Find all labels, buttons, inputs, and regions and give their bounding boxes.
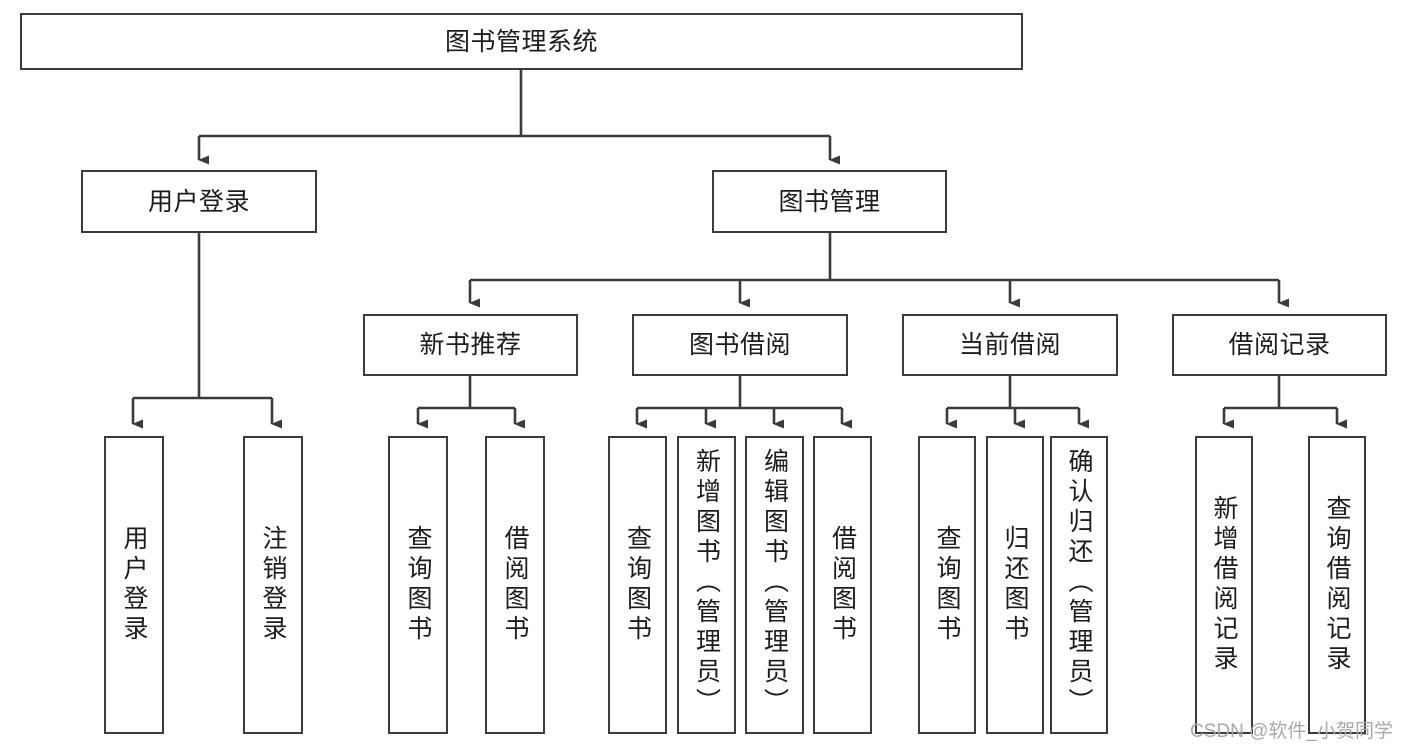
- leaf-borrow-add-label: 新增图书（管理员）: [692, 448, 721, 718]
- node-user-login-label: 用户登录: [147, 187, 250, 216]
- leaf-record-add-label: 新增借阅记录: [1210, 495, 1238, 675]
- watermark: CSDN @软件_小贺同学: [1190, 721, 1393, 742]
- leaf-newbook-borrow-label: 借阅图书: [501, 525, 529, 645]
- node-user-login[interactable]: 用户登录: [81, 170, 317, 233]
- leaf-borrow-edit[interactable]: 编辑图书（管理员）: [745, 436, 804, 734]
- leaf-newbook-query[interactable]: 查询图书: [388, 436, 448, 734]
- node-book-borrow[interactable]: 图书借阅: [632, 314, 848, 376]
- leaf-current-return-label: 归还图书: [1001, 525, 1029, 645]
- node-book-manage[interactable]: 图书管理: [712, 170, 947, 233]
- node-root-label: 图书管理系统: [444, 27, 598, 56]
- leaf-current-confirm-return[interactable]: 确认归还（管理员）: [1050, 436, 1108, 734]
- leaf-current-return[interactable]: 归还图书: [986, 436, 1044, 734]
- leaf-record-query[interactable]: 查询借阅记录: [1308, 436, 1366, 734]
- node-book-borrow-label: 图书借阅: [688, 331, 791, 359]
- leaf-user-login[interactable]: 用户登录: [104, 436, 164, 734]
- leaf-borrow-edit-label: 编辑图书（管理员）: [760, 448, 789, 718]
- leaf-record-query-label: 查询借阅记录: [1323, 495, 1351, 675]
- node-borrow-record-label: 借阅记录: [1228, 331, 1331, 359]
- node-current-borrow-label: 当前借阅: [958, 331, 1061, 359]
- leaf-newbook-borrow[interactable]: 借阅图书: [485, 436, 545, 734]
- node-new-book-recommend-label: 新书推荐: [419, 331, 522, 359]
- leaf-borrow-add[interactable]: 新增图书（管理员）: [677, 436, 736, 734]
- leaf-borrow-query[interactable]: 查询图书: [608, 436, 667, 734]
- leaf-user-login-label: 用户登录: [120, 525, 148, 645]
- leaf-logout-label: 注销登录: [259, 525, 287, 645]
- node-borrow-record[interactable]: 借阅记录: [1172, 314, 1387, 376]
- node-current-borrow[interactable]: 当前借阅: [902, 314, 1118, 376]
- node-new-book-recommend[interactable]: 新书推荐: [363, 314, 578, 376]
- leaf-borrow-borrow[interactable]: 借阅图书: [813, 436, 872, 734]
- leaf-record-add[interactable]: 新增借阅记录: [1195, 436, 1253, 734]
- node-book-manage-label: 图书管理: [778, 187, 881, 216]
- leaf-borrow-borrow-label: 借阅图书: [828, 525, 857, 645]
- leaf-current-query-label: 查询图书: [933, 525, 961, 645]
- leaf-current-query[interactable]: 查询图书: [918, 436, 976, 734]
- node-root[interactable]: 图书管理系统: [20, 13, 1023, 70]
- leaf-newbook-query-label: 查询图书: [404, 525, 432, 645]
- leaf-borrow-query-label: 查询图书: [623, 525, 652, 645]
- leaf-logout[interactable]: 注销登录: [243, 436, 303, 734]
- leaf-current-confirm-return-label: 确认归还（管理员）: [1065, 448, 1093, 718]
